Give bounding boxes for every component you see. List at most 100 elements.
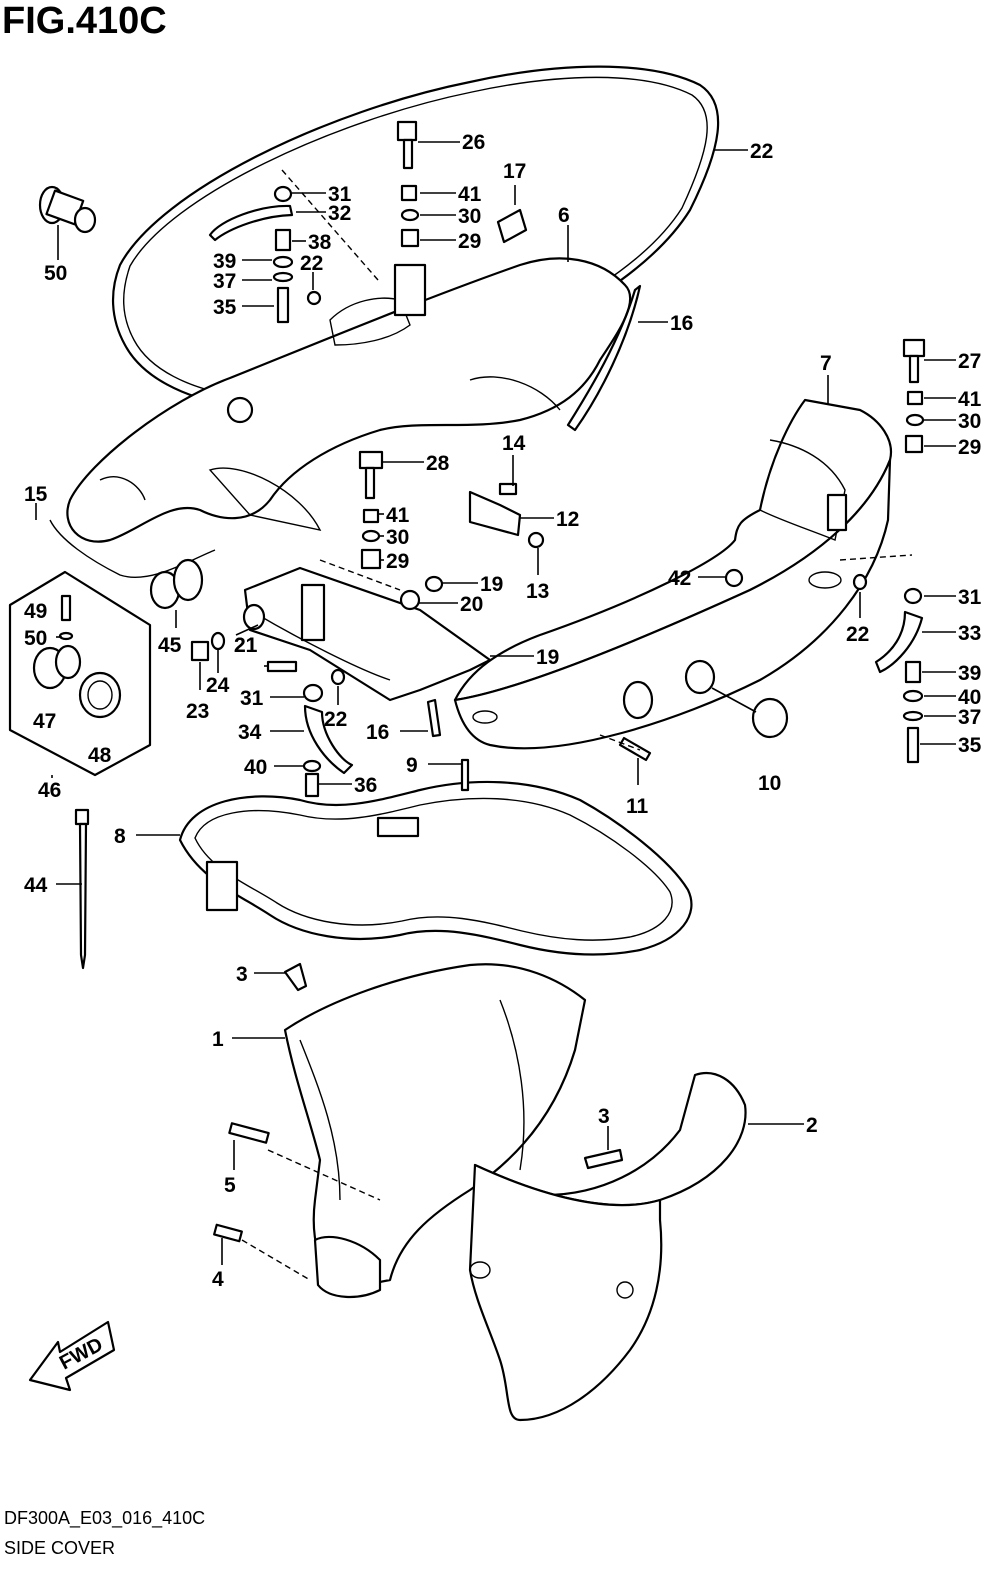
connector-nut (78, 671, 122, 719)
bolt-4 (213, 1223, 243, 1243)
callout: 32 (328, 202, 351, 225)
callout: 49 (24, 600, 47, 623)
callout: 28 (426, 452, 450, 475)
alignment-line (281, 169, 379, 281)
callout: 29 (958, 436, 981, 459)
nut-22-top (306, 290, 322, 306)
nut-42 (724, 568, 744, 588)
callout: 15 (24, 483, 48, 506)
small-washer (58, 631, 74, 641)
bushing-middle (360, 548, 382, 570)
callout: 50 (44, 262, 67, 285)
callout: 41 (458, 183, 482, 206)
section-name: SIDE COVER (4, 1538, 116, 1558)
callout: 36 (354, 774, 377, 797)
washer-38 (302, 759, 322, 773)
grommet-21 (399, 589, 421, 611)
callout: 40 (958, 686, 981, 709)
washer-40-right (902, 689, 924, 703)
washer-middle (361, 529, 381, 543)
callout: 30 (386, 526, 409, 549)
figure-title: FIG.410C (2, 0, 167, 42)
washer-37-right (902, 710, 924, 722)
lower-side-cover-left (283, 963, 587, 1299)
bushing-23 (190, 640, 210, 662)
callout: 16 (670, 312, 693, 335)
bottom-seal-frame (178, 780, 693, 956)
callout: 31 (958, 586, 982, 609)
grommet-17 (496, 208, 528, 244)
callout: 4 (212, 1268, 224, 1291)
nut-31-top (273, 185, 293, 203)
washer-40-top (272, 255, 294, 269)
callout: 22 (324, 708, 347, 731)
callout: 21 (234, 634, 258, 657)
callout: 45 (158, 634, 182, 657)
cable-grommet (149, 558, 204, 610)
washer-24 (210, 631, 226, 651)
washer-right (905, 413, 925, 427)
alignment-line (241, 1239, 311, 1281)
callout: 44 (24, 874, 48, 897)
callout: 42 (668, 567, 691, 590)
hook-33 (874, 610, 924, 674)
nut-20 (424, 575, 444, 593)
washer-37-top (272, 271, 294, 283)
callout: 19 (536, 646, 559, 669)
lock-lever-right (902, 338, 926, 384)
callout: 46 (38, 779, 61, 802)
bushing-top (400, 228, 420, 248)
model-code: DF300A_E03_016_410C (4, 1508, 206, 1528)
fwd-arrow-icon: FWD (28, 1320, 116, 1392)
rear-side-cover (453, 398, 893, 750)
callout: 41 (958, 388, 982, 411)
callout: 3 (236, 963, 248, 986)
callout: 16 (366, 721, 389, 744)
bolt-14 (498, 482, 518, 496)
callout: 37 (958, 706, 981, 729)
callout: 5 (224, 1174, 236, 1197)
connector-housing (32, 644, 82, 690)
callout: 19 (480, 573, 503, 596)
bushing-right (904, 434, 924, 454)
callout: 13 (526, 580, 549, 603)
callout: 38 (308, 231, 332, 254)
clip-lower (583, 1148, 624, 1170)
callout: 1 (212, 1028, 224, 1051)
hook-32 (208, 204, 294, 242)
callout: 40 (244, 756, 267, 779)
lower-side-cover-right (468, 1071, 747, 1422)
callout: 29 (386, 550, 409, 573)
callout: 11 (626, 795, 649, 818)
callout: 50 (24, 627, 47, 650)
alignment-line (267, 1149, 381, 1201)
connector-pin (60, 594, 72, 622)
callout: 47 (33, 710, 56, 733)
callout: 41 (386, 504, 410, 527)
callout: 35 (213, 296, 237, 319)
alignment-line (599, 734, 641, 751)
callout: 29 (458, 230, 481, 253)
callout: 3 (598, 1105, 610, 1128)
pin-9 (460, 758, 470, 792)
bolt-35-right (906, 726, 920, 764)
alignment-line (319, 559, 401, 591)
callout-labels: 22 26 17 41 30 29 6 16 31 32 38 39 37 35… (24, 131, 982, 1291)
callout: 31 (240, 687, 264, 710)
nut-22-middle (330, 668, 346, 686)
nut-31-right (903, 587, 923, 605)
callout: 39 (958, 662, 981, 685)
callout: 30 (958, 410, 981, 433)
bolt-35-top (276, 286, 290, 324)
callout: 23 (186, 700, 209, 723)
cable-tie (74, 808, 90, 970)
clip-upper (283, 962, 308, 992)
callout: 27 (958, 350, 981, 373)
lock-lever-middle (358, 450, 384, 500)
bolt-11 (618, 736, 652, 762)
small-bracket (468, 490, 522, 537)
callout: 37 (213, 270, 236, 293)
callout: 21 (234, 634, 258, 657)
callout: 7 (820, 352, 832, 375)
